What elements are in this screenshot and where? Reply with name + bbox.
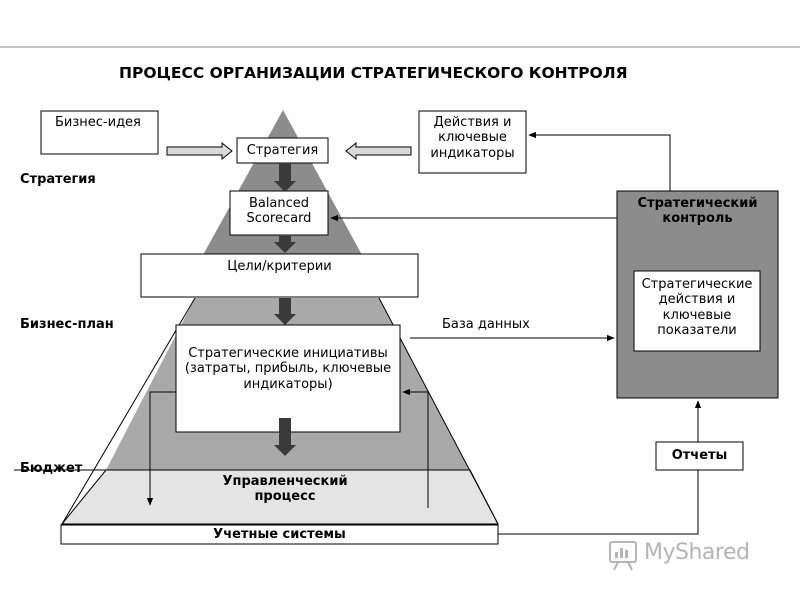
down-arrow-4	[274, 418, 296, 456]
strategy-box	[236, 137, 329, 164]
watermark-text: MyShared	[644, 540, 750, 565]
level-label-budget: Бюджет	[20, 461, 83, 476]
level-label-strategy: Стратегия	[20, 172, 96, 187]
line-initiatives-down	[146, 391, 176, 506]
business-idea-box	[40, 110, 159, 155]
goals-label: Цели/критерии	[227, 259, 332, 274]
business-idea-label: Бизнес-идея	[55, 115, 141, 130]
initiatives-label: Стратегические инициативы(затраты, прибы…	[184, 346, 392, 392]
reports-label: Отчеты	[671, 448, 728, 463]
myshared-logo-icon	[609, 541, 637, 571]
reports-box	[655, 441, 744, 471]
page-title: ПРОЦЕСС ОРГАНИЗАЦИИ СТРАТЕГИЧЕСКОГО КОНТ…	[119, 64, 628, 82]
level-label-business-plan: Бизнес-план	[20, 317, 114, 332]
balanced-scorecard-box	[229, 190, 329, 236]
database-label: База данных	[442, 317, 530, 332]
arrow-idea-to-strategy	[166, 141, 233, 161]
down-arrow-2	[274, 236, 296, 253]
strategic-actions-box	[633, 270, 761, 352]
actions-box	[418, 110, 527, 174]
pyramid-left-edge	[61, 297, 196, 525]
goals-box	[140, 253, 419, 298]
down-arrow-1	[274, 163, 296, 192]
line-feedback-to-initiatives	[402, 388, 429, 508]
line-accounting-to-reports	[498, 470, 699, 535]
arrow-actions-to-strategy	[345, 141, 412, 161]
initiatives-box	[175, 324, 401, 433]
line-control-to-actions	[528, 131, 671, 191]
accounting-systems-label: Учетные системы	[213, 527, 346, 542]
down-arrow-3	[274, 298, 296, 325]
strategy-label: Стратегия	[246, 143, 319, 158]
